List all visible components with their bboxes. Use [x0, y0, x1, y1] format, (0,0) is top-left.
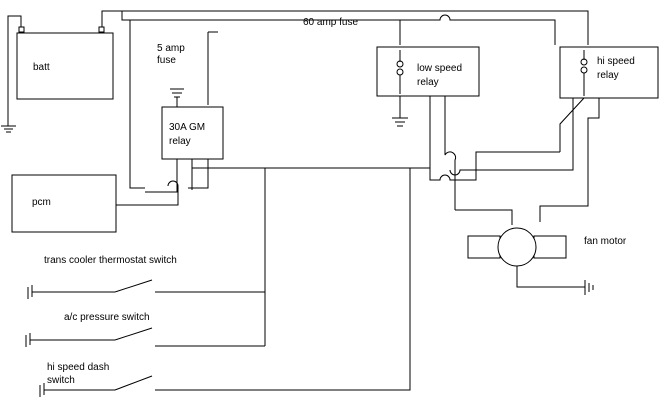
battery-label: batt [33, 62, 50, 73]
main-power-wire [101, 10, 589, 45]
ground-symbol-motor [584, 280, 594, 295]
fan-motor-label: fan motor [584, 236, 627, 247]
ac-pressure-switch-label: a/c pressure switch [64, 312, 150, 323]
pcm-label: pcm [32, 197, 51, 208]
fuse-5-branch-left [129, 20, 145, 189]
pcm-control-wire [116, 186, 179, 206]
low-speed-relay-label-1: low speed [417, 63, 462, 74]
gm-relay-output-left [145, 159, 178, 193]
hi-speed-dash-switch-label-2: switch [47, 375, 75, 386]
gm-relay-output-right [188, 159, 209, 189]
hi-speed-dash-switch-label-1: hi speed dash [47, 362, 109, 373]
battery [16, 26, 114, 100]
battery-ground-wire [7, 15, 22, 126]
low-relay-feed-wire [121, 11, 556, 45]
gm-relay-wire-hop [167, 180, 179, 187]
hi-relay-output-wire [449, 98, 574, 176]
fan-motor-left-blade [467, 235, 501, 259]
ground-symbol-low-relay [392, 117, 408, 127]
hi-relay-to-motor-wire [539, 98, 600, 222]
hi-speed-relay-box [559, 46, 659, 99]
ground-symbol-gm-relay [170, 88, 184, 107]
fuse-5-amp-label-1: 5 amp [157, 43, 185, 54]
hi-speed-relay-label-1: hi speed [597, 56, 635, 67]
low-relay-load-wire [444, 96, 457, 210]
gm-relay-label-1: 30A GM [169, 122, 205, 133]
pcm-box [11, 174, 117, 233]
hi-relay-diagonal-wire [559, 97, 585, 152]
fan-motor-right-blade [533, 235, 567, 259]
battery-terminal-negative [18, 26, 25, 33]
fuse-60-amp-label: 60 amp fuse [303, 17, 358, 28]
low-speed-relay-label-2: relay [417, 77, 439, 88]
ac-pressure-switch-icon [25, 327, 265, 347]
hi-dash-to-relay-wire [155, 168, 411, 391]
hi-speed-relay-label-2: relay [597, 70, 619, 81]
fan-motor-icon [497, 227, 537, 267]
hi-relay-crossover-wire [429, 151, 560, 181]
trans-cooler-switch-icon [27, 279, 265, 299]
low-speed-relay-box [376, 46, 480, 97]
fuse-5-amp-label-2: fuse [157, 55, 176, 66]
hi-relay-coil-icon [580, 50, 588, 96]
ground-symbol-battery [1, 125, 16, 133]
trans-cooler-switch-label: trans cooler thermostat switch [44, 255, 177, 266]
gm-relay-label-2: relay [169, 136, 191, 147]
hi-speed-dash-switch-icon [39, 168, 411, 397]
battery-box [16, 32, 114, 100]
low-relay-coil-icon [396, 50, 404, 94]
motor-ground-wire [516, 266, 585, 288]
battery-terminal-positive [98, 26, 105, 33]
gm-relay-box [161, 106, 224, 160]
motor-feed-wire [455, 209, 513, 225]
